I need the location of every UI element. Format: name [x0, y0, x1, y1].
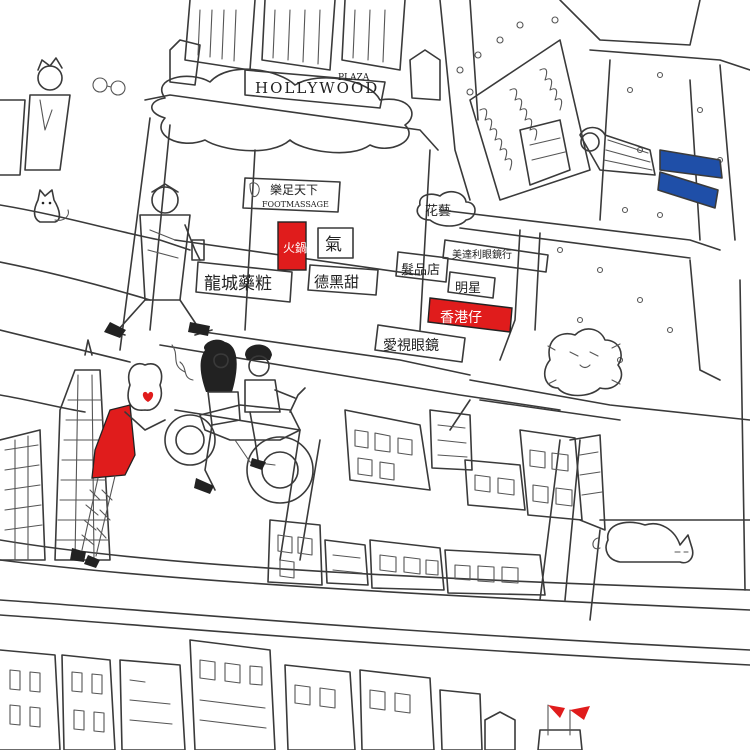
- cosmetics-sign: 髮品店: [401, 263, 440, 278]
- shop-signs-right: 花藝 美達利眼鏡行 髮品店 明星 香港仔 愛視眼鏡: [374, 190, 549, 363]
- black-cat: [33, 189, 69, 223]
- man-with-glasses: [0, 57, 126, 176]
- foot-massage-sign-cn: 樂足天下: [270, 182, 318, 197]
- sleeping-cat: [592, 521, 694, 564]
- man-with-drink: [104, 183, 213, 338]
- florist-sign: 花藝: [425, 203, 451, 219]
- reclining-person: [579, 126, 723, 209]
- foot-massage-sign-en: FOOTMASSAGE: [262, 200, 329, 209]
- bottom-buildings: [0, 639, 590, 750]
- skyscraper: [0, 339, 111, 561]
- mid-buildings: [344, 409, 606, 531]
- lower-buildings: [267, 519, 546, 596]
- star-sign: 明星: [455, 281, 481, 296]
- couple-on-motorcycle: [164, 339, 314, 504]
- park-dots: [556, 71, 724, 364]
- hollywood-sign: HOLLYWOOD: [255, 79, 379, 97]
- road-grid: [0, 0, 750, 666]
- qi-sign: 氣: [325, 235, 342, 255]
- hotpot-sign: 火鍋: [283, 240, 307, 255]
- woman-in-red-dress: [70, 363, 166, 568]
- beauty-sign: 美達利眼鏡行: [452, 248, 512, 261]
- pharmacy-sign: 龍城藥粧: [204, 274, 272, 294]
- shop-signs-left: 樂足天下 FOOTMASSAGE 火鍋 氣 龍城藥粧 德黑甜: [195, 177, 379, 303]
- top-buildings: HOLLYWOOD PLAZA: [151, 0, 441, 154]
- hong-kong-sign: 香港仔: [440, 310, 482, 326]
- plaza-sign: PLAZA: [338, 73, 370, 83]
- fluffy-cat: [543, 328, 623, 397]
- apartment-block: [456, 16, 591, 201]
- dessert-sign: 德黑甜: [314, 273, 359, 291]
- optical-sign: 愛視眼鏡: [383, 338, 439, 354]
